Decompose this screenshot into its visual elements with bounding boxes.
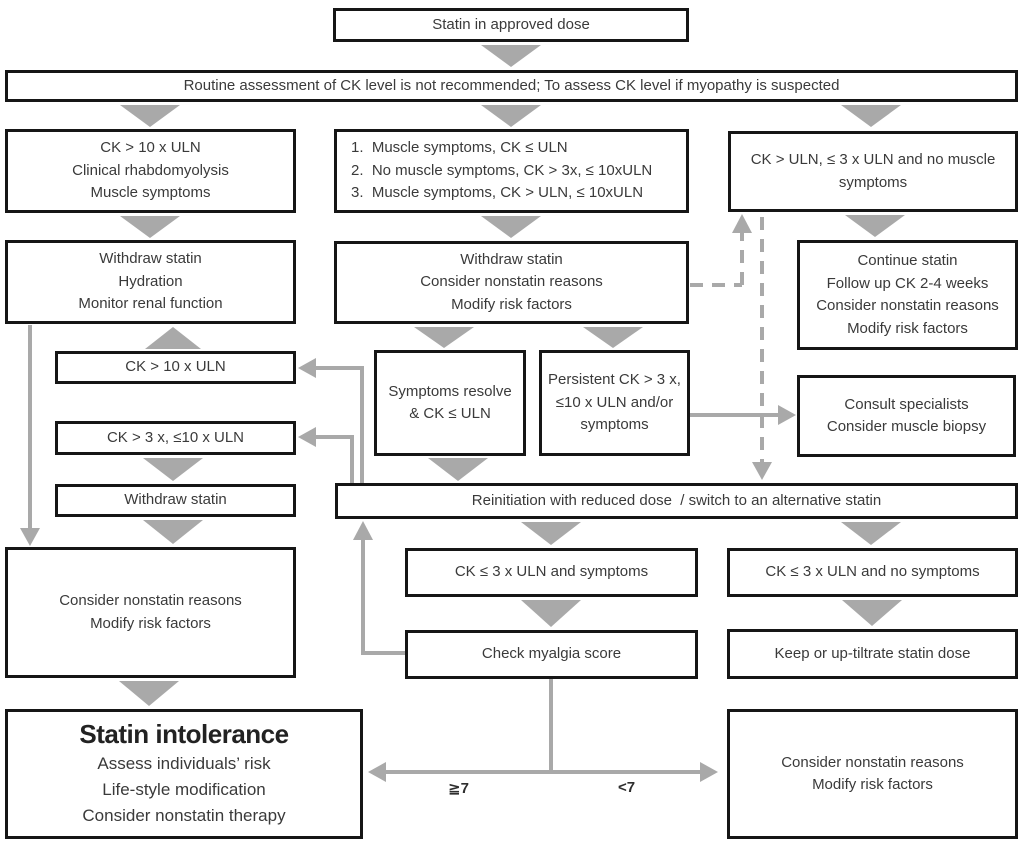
node-reinitiation-banner: Reinitiation with reduced dose / switch … xyxy=(335,483,1018,519)
node-line: Consider nonstatin reasons xyxy=(59,592,242,609)
arrow-left1-to-left2 xyxy=(120,216,180,238)
node-routine-assessment-banner: Routine assessment of CK level is not re… xyxy=(5,70,1018,102)
head-into-ck10 xyxy=(298,358,316,378)
arrow-ck3ns-to-keep xyxy=(842,600,902,626)
node-label: CK > ULN, ≤ 3 x ULN and no muscle sympto… xyxy=(750,151,1000,191)
node-withdraw-hydration: Withdraw statin Hydration Monitor renal … xyxy=(5,240,296,324)
node-label: Statin in approved dose xyxy=(432,15,590,33)
node-line: Withdraw statin xyxy=(460,250,563,268)
line-myalgia-back-to-reinit xyxy=(361,539,405,655)
node-line: Hydration xyxy=(118,272,183,290)
node-statin-intolerance: Statin intolerance Assess individuals’ r… xyxy=(5,709,363,839)
arrow-mid2-to-symptoms-resolve xyxy=(414,327,474,348)
line-reinit-up-to-ck3-10 xyxy=(316,435,354,483)
arrow-statin-to-banner xyxy=(481,45,541,67)
node-label: Persistent CK > 3 x, ≤10 x ULN and/or sy… xyxy=(548,371,686,434)
arrow-banner-to-left1 xyxy=(120,105,180,127)
node-statin-approved-dose: Statin in approved dose xyxy=(333,8,689,42)
head-into-ck3-10 xyxy=(298,427,316,447)
node-withdraw-statin-small: Withdraw statin xyxy=(55,484,296,517)
node-label: Keep or up-tiltrate statin dose xyxy=(774,644,971,662)
node-line: Monitor renal function xyxy=(78,295,223,313)
node-line: Continue statin xyxy=(857,252,958,269)
arrow-banner-to-right1 xyxy=(841,105,901,127)
node-line: Modify risk factors xyxy=(812,776,933,793)
node-label: Check myalgia score xyxy=(481,645,622,663)
node-label: CK > 3 x, ≤10 x ULN xyxy=(106,428,245,446)
arrow-symptoms-resolve-to-reinit xyxy=(428,458,488,481)
arrow-mid1-to-mid2 xyxy=(481,216,541,238)
node-label: Reinitiation with reduced dose / switch … xyxy=(471,491,882,509)
branch-label-ge7: ≧7 xyxy=(448,780,469,797)
node-label: Withdraw statin xyxy=(124,491,227,509)
node-line: Consider nonstatin reasons xyxy=(420,273,603,291)
node-line: Follow up CK 2-4 weeks xyxy=(826,274,989,292)
node-keep-uptitrate-dose: Keep or up-tiltrate statin dose xyxy=(727,629,1018,679)
node-line: 2. No muscle symptoms, CK > 3x, ≤ 10xULN xyxy=(351,161,653,179)
node-consider-nonstatin-right: Consider nonstatin reasons Modify risk f… xyxy=(727,709,1018,839)
node-label: CK > 10 x ULN xyxy=(125,358,226,376)
node-line: Muscle symptoms xyxy=(90,184,211,202)
line-reinit-up-to-ck10 xyxy=(316,366,364,483)
arrow-banner-to-mid1 xyxy=(481,105,541,127)
node-line: Consider nonstatin reasons xyxy=(816,297,999,314)
node-label: Symptoms resolve & CK ≤ ULN xyxy=(388,382,516,423)
node-withdraw-consider-nonstatin: Withdraw statin Consider nonstatin reaso… xyxy=(334,241,689,324)
arrow-reinit-to-ck3-nosymptoms xyxy=(841,522,901,545)
node-continue-statin-followup: Continue statin Follow up CK 2-4 weeks C… xyxy=(797,240,1018,350)
node-ck10-uln: CK > 10 x ULN xyxy=(55,351,296,384)
arrow-ck3-10-to-withdraw xyxy=(143,458,203,481)
head-into-consult xyxy=(778,405,796,425)
node-line: Clinical rhabdomyolysis xyxy=(72,161,229,179)
node-line: Modify risk factors xyxy=(451,295,572,313)
node-line: Consider nonstatin therapy xyxy=(82,806,286,826)
node-line: Consult specialists xyxy=(844,395,969,413)
node-line: Modify risk factors xyxy=(847,319,968,337)
branch-label-lt7: <7 xyxy=(618,779,636,796)
arrow-withdraw-to-nonstatin-left xyxy=(143,520,203,544)
arrow-nonstatin-left-to-intolerance xyxy=(119,681,179,706)
node-label: CK ≤ 3 x ULN and symptoms xyxy=(454,563,649,581)
node-label: Routine assessment of CK level is not re… xyxy=(183,76,840,94)
node-check-myalgia-score: Check myalgia score xyxy=(405,630,698,679)
node-ck10-rhabdomyolysis: CK > 10 x ULN Clinical rhabdomyolysis Mu… xyxy=(5,129,296,213)
arrow-reinit-to-ck3-symptoms xyxy=(521,522,581,545)
node-ck-uln-no-muscle: CK > ULN, ≤ 3 x ULN and no muscle sympto… xyxy=(728,131,1018,212)
node-consult-specialists: Consult specialists Consider muscle biop… xyxy=(797,375,1016,457)
head-left2-to-nonstatin xyxy=(20,528,40,546)
arrow-right1-to-right2 xyxy=(845,215,905,237)
node-ck3-no-symptoms: CK ≤ 3 x ULN and no symptoms xyxy=(727,548,1018,597)
head-score-left-into-intolerance xyxy=(368,762,386,782)
node-title: Statin intolerance xyxy=(79,719,289,750)
node-persistent-ck: Persistent CK > 3 x, ≤10 x ULN and/or sy… xyxy=(539,350,690,456)
node-line: CK > 10 x ULN xyxy=(100,139,201,157)
head-dashed-into-right1 xyxy=(732,214,752,233)
node-line: 3. Muscle symptoms, CK > ULN, ≤ 10xULN xyxy=(351,184,644,202)
node-line: Consider nonstatin reasons xyxy=(781,753,964,771)
node-line: 1. Muscle symptoms, CK ≤ ULN xyxy=(351,139,568,157)
node-label: CK ≤ 3 x ULN and no symptoms xyxy=(765,563,980,581)
node-line: Assess individuals’ risk xyxy=(97,753,271,773)
arrow-ck10-up-to-left2 xyxy=(145,327,201,349)
node-line: Consider muscle biopsy xyxy=(826,418,987,435)
node-line: Modify risk factors xyxy=(90,614,211,632)
head-myalgia-into-reinit xyxy=(353,521,373,540)
node-consider-nonstatin-left: Consider nonstatin reasons Modify risk f… xyxy=(5,547,296,678)
arrow-mid2-to-persistent xyxy=(583,327,643,348)
node-line: Withdraw statin xyxy=(99,250,202,268)
arrow-ck3s-to-myalgia xyxy=(521,600,581,627)
node-line: Life-style modification xyxy=(102,780,266,800)
head-score-right-into-nonstatin xyxy=(700,762,718,782)
node-ck3-10-uln: CK > 3 x, ≤10 x ULN xyxy=(55,421,296,455)
node-muscle-symptom-triage: 1. Muscle symptoms, CK ≤ ULN 2. No muscl… xyxy=(334,129,689,213)
node-symptoms-resolve: Symptoms resolve & CK ≤ ULN xyxy=(374,350,526,456)
node-ck3-and-symptoms: CK ≤ 3 x ULN and symptoms xyxy=(405,548,698,597)
head-dashed-into-reinit xyxy=(752,462,772,480)
